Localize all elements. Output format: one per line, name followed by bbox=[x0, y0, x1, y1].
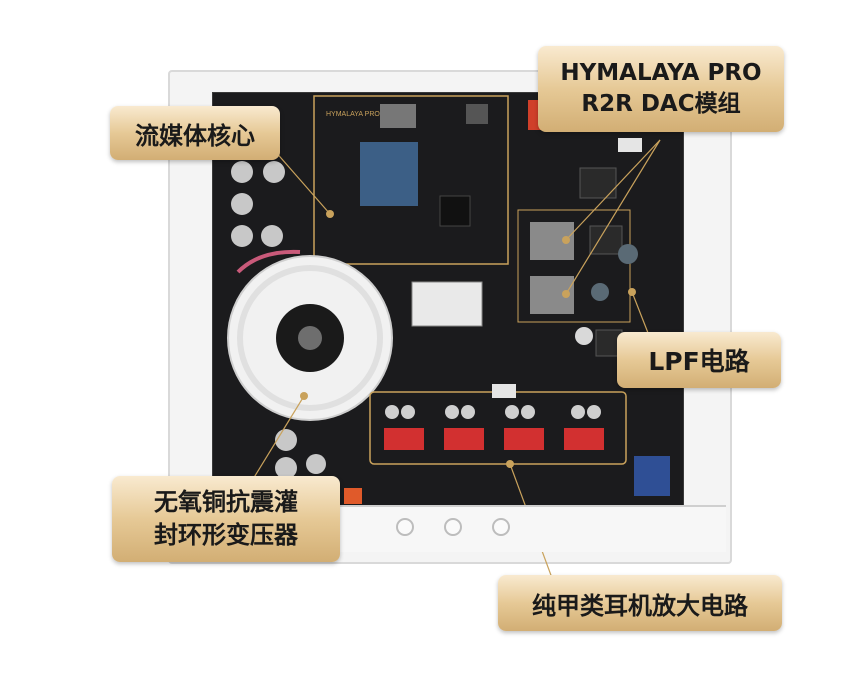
streaming-core-outline bbox=[313, 95, 509, 265]
ethernet-port bbox=[380, 104, 416, 128]
callout-dac-module-line2: R2R DAC模组 bbox=[581, 91, 741, 117]
amp-cap-7 bbox=[571, 405, 585, 419]
capacitor-left-1 bbox=[231, 161, 253, 183]
capacitor-left-5 bbox=[261, 225, 283, 247]
processor-chip bbox=[439, 195, 471, 227]
transformer-wire bbox=[236, 249, 301, 274]
capacitor-left-7 bbox=[275, 457, 297, 479]
amp-cap-5 bbox=[505, 405, 519, 419]
capacitor-left-2 bbox=[263, 161, 285, 183]
callout-class-a-amp: 纯甲类耳机放大电路 bbox=[498, 575, 782, 631]
amp-red-block-3 bbox=[504, 428, 544, 450]
dac-module-outline bbox=[517, 209, 631, 323]
amp-red-block-2 bbox=[444, 428, 484, 450]
callout-streaming-core-text: 流媒体核心 bbox=[135, 121, 255, 150]
leader-dac-2 bbox=[565, 139, 661, 295]
callout-transformer: 无氧铜抗震灌 封环形变压器 bbox=[112, 476, 340, 562]
dac-white-connector bbox=[618, 138, 642, 152]
capacitor-left-4 bbox=[231, 225, 253, 247]
callout-dac-module: HYMALAYA PRO R2R DAC模组 bbox=[538, 46, 784, 132]
streaming-chip bbox=[360, 142, 418, 206]
leader-dac-1 bbox=[565, 139, 661, 241]
callout-lpf-circuit: LPF电路 bbox=[617, 332, 781, 388]
front-button-3 bbox=[492, 518, 510, 536]
front-button-2 bbox=[444, 518, 462, 536]
amp-cap-6 bbox=[521, 405, 535, 419]
callout-dac-module-line1: HYMALAYA PRO bbox=[560, 60, 762, 86]
orange-jack bbox=[344, 488, 362, 504]
capacitor-left-8 bbox=[306, 454, 326, 474]
amp-cap-4 bbox=[461, 405, 475, 419]
leader-streaming bbox=[273, 149, 331, 215]
callout-lpf-circuit-text: LPF电路 bbox=[648, 347, 750, 376]
lpf-capacitor-3 bbox=[575, 327, 593, 345]
callout-streaming-core: 流媒体核心 bbox=[110, 106, 280, 160]
callout-class-a-amp-text: 纯甲类耳机放大电路 bbox=[532, 591, 748, 620]
lpf-capacitor-2 bbox=[591, 283, 609, 301]
transformer-bolt bbox=[298, 326, 322, 350]
board-silkscreen: HYMALAYA PRO bbox=[326, 111, 380, 118]
ribbon-connector bbox=[411, 281, 483, 327]
capacitor-left-6 bbox=[275, 429, 297, 451]
leader-lpf bbox=[631, 291, 651, 339]
leader-lines bbox=[249, 139, 661, 579]
capacitor-left-3 bbox=[231, 193, 253, 215]
leader-transformer bbox=[249, 395, 305, 485]
amp-red-block-4 bbox=[564, 428, 604, 450]
transformer-winding bbox=[237, 265, 383, 411]
amp-cap-2 bbox=[401, 405, 415, 419]
blue-component bbox=[634, 456, 670, 496]
front-button-1 bbox=[396, 518, 414, 536]
usb-port bbox=[466, 104, 488, 124]
amp-white-connector bbox=[492, 384, 516, 398]
amp-cap-8 bbox=[587, 405, 601, 419]
dac-component-2 bbox=[589, 225, 623, 255]
callout-transformer-line1: 无氧铜抗震灌 bbox=[154, 488, 298, 516]
callout-transformer-line2: 封环形变压器 bbox=[154, 521, 298, 549]
amp-red-block-1 bbox=[384, 428, 424, 450]
lpf-capacitor-1 bbox=[618, 244, 638, 264]
amp-cap-3 bbox=[445, 405, 459, 419]
dac-component-1 bbox=[579, 167, 617, 199]
amp-cap-1 bbox=[385, 405, 399, 419]
